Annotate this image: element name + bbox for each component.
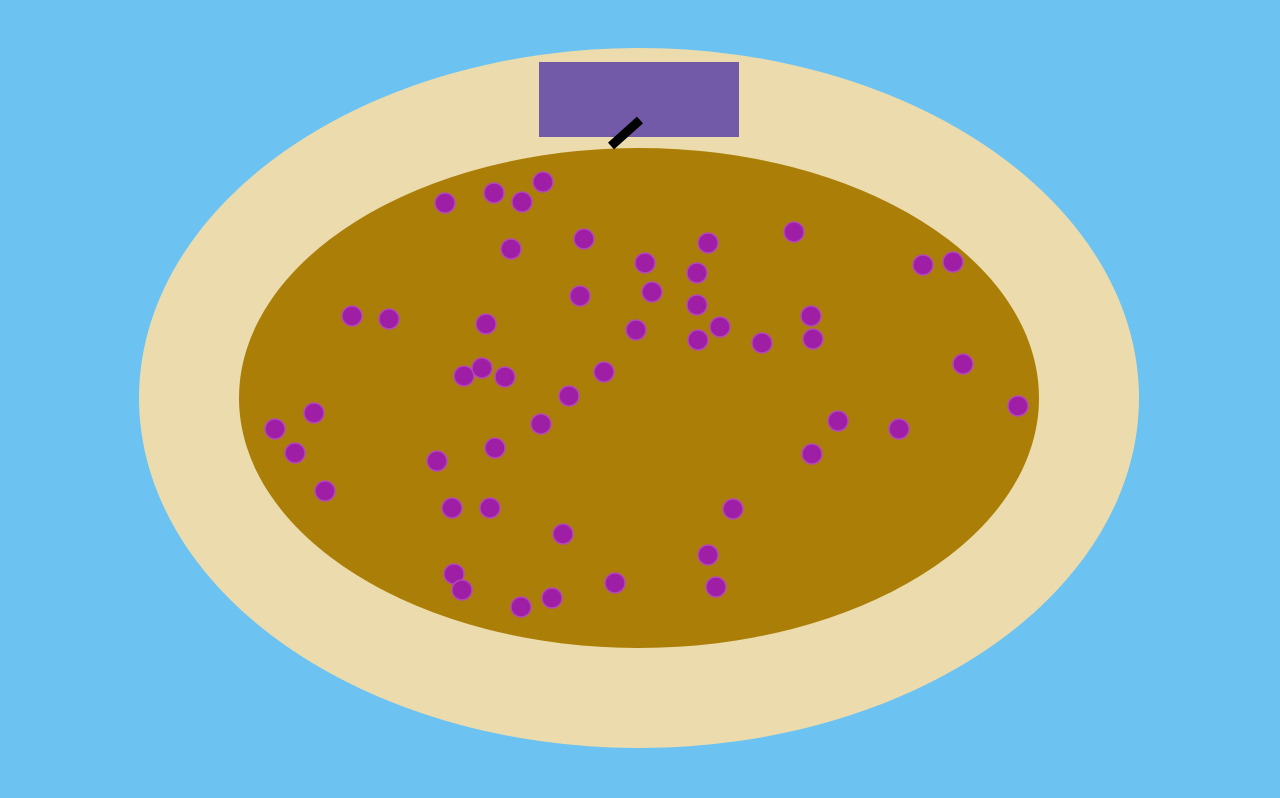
dot[interactable] xyxy=(453,365,475,387)
dot[interactable] xyxy=(1007,395,1029,417)
dot[interactable] xyxy=(378,308,400,330)
dot[interactable] xyxy=(888,418,910,440)
dot[interactable] xyxy=(484,437,506,459)
dot[interactable] xyxy=(751,332,773,354)
dot[interactable] xyxy=(722,498,744,520)
dot[interactable] xyxy=(510,596,532,618)
dot[interactable] xyxy=(303,402,325,424)
dot[interactable] xyxy=(530,413,552,435)
dot[interactable] xyxy=(604,572,626,594)
dot[interactable] xyxy=(341,305,363,327)
dot[interactable] xyxy=(686,262,708,284)
dot[interactable] xyxy=(697,544,719,566)
playfield[interactable] xyxy=(239,148,1039,648)
dot[interactable] xyxy=(687,329,709,351)
dot[interactable] xyxy=(541,587,563,609)
dot[interactable] xyxy=(479,497,501,519)
dot[interactable] xyxy=(434,192,456,214)
dot[interactable] xyxy=(952,353,974,375)
dot[interactable] xyxy=(471,357,493,379)
dot[interactable] xyxy=(532,171,554,193)
dot[interactable] xyxy=(800,305,822,327)
dot[interactable] xyxy=(451,579,473,601)
dot[interactable] xyxy=(483,182,505,204)
dot[interactable] xyxy=(500,238,522,260)
dot[interactable] xyxy=(569,285,591,307)
dot[interactable] xyxy=(705,576,727,598)
dot[interactable] xyxy=(942,251,964,273)
dot[interactable] xyxy=(426,450,448,472)
dot[interactable] xyxy=(827,410,849,432)
dot[interactable] xyxy=(641,281,663,303)
dot[interactable] xyxy=(264,418,286,440)
dot[interactable] xyxy=(801,443,823,465)
dot[interactable] xyxy=(625,319,647,341)
dot[interactable] xyxy=(314,480,336,502)
dot[interactable] xyxy=(697,232,719,254)
dot[interactable] xyxy=(284,442,306,464)
dot[interactable] xyxy=(802,328,824,350)
dot[interactable] xyxy=(709,316,731,338)
dot[interactable] xyxy=(573,228,595,250)
dot[interactable] xyxy=(511,191,533,213)
dot[interactable] xyxy=(552,523,574,545)
dot[interactable] xyxy=(475,313,497,335)
dot[interactable] xyxy=(783,221,805,243)
dot[interactable] xyxy=(494,366,516,388)
dot[interactable] xyxy=(634,252,656,274)
dot[interactable] xyxy=(593,361,615,383)
dot[interactable] xyxy=(686,294,708,316)
dot[interactable] xyxy=(558,385,580,407)
dot[interactable] xyxy=(441,497,463,519)
pointer-stick-icon xyxy=(607,116,644,150)
dots-layer xyxy=(264,171,1029,618)
dot[interactable] xyxy=(912,254,934,276)
